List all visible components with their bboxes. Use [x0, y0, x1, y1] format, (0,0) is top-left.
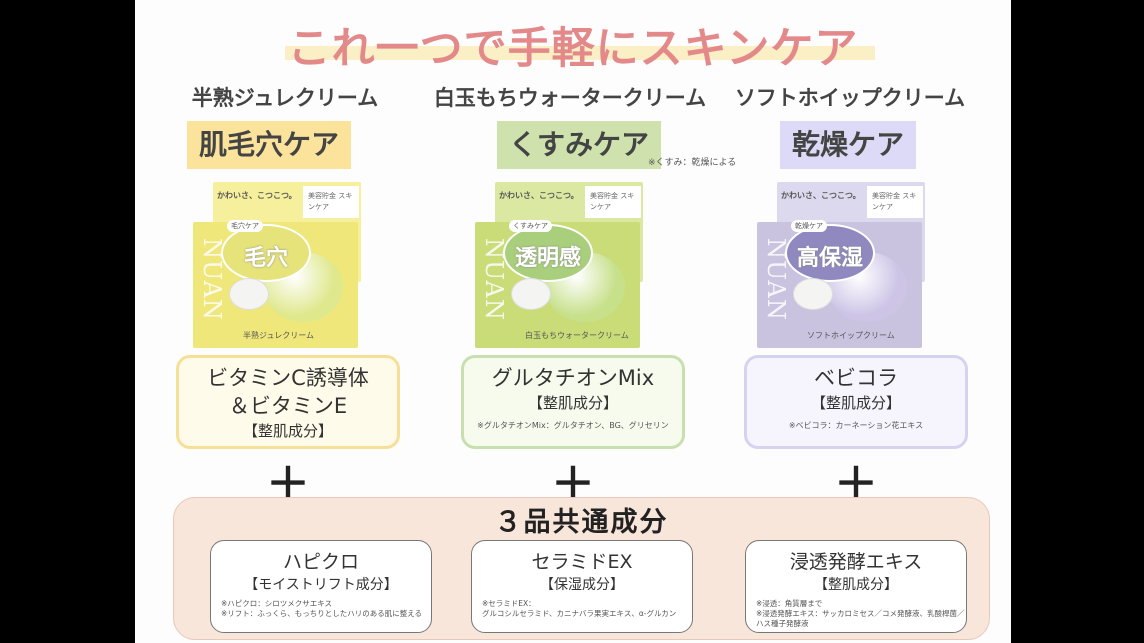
cream-icon	[793, 278, 833, 310]
common-ingredient-note: ※浸透発酵エキス：サッカロミセス／コメ発酵液、乳酸桿菌／	[756, 609, 965, 618]
common-ingredient-sub: 【保湿成分】	[540, 577, 624, 593]
ingredient-box: ビタミンC誘導体 ＆ビタミンE 【整肌成分】	[176, 355, 400, 449]
common-ingredient-box: セラミドEX 【保湿成分】 ※セラミドEX：グルコシルセラミド、カニナバラ果実エ…	[471, 540, 693, 633]
ingredient-note: ※ベビコラ：カーネーション花エキス	[788, 421, 924, 430]
ingredient-sub: 【整肌成分】	[242, 422, 333, 440]
box-tag: 美容貯金 スキンケア	[585, 186, 641, 218]
ingredient-main: グルタチオンMix	[491, 366, 655, 390]
care-label: 肌毛穴ケア	[187, 121, 352, 169]
common-ingredient-box: 浸透発酵エキス 【整肌成分】 ※浸透：角質層まで※浸透発酵エキス：サッカロミセス…	[745, 540, 967, 633]
cream-icon	[511, 278, 551, 310]
badge-small-text: 乾燥ケア	[791, 220, 827, 232]
box-tagline: かわいさ、こつこつ。	[499, 191, 579, 200]
common-ingredient-main: 浸透発酵エキス	[789, 551, 923, 573]
page-title: これ一つで手軽にスキンケア	[287, 24, 859, 74]
product-image: かわいさ、こつこつ。 美容貯金 スキンケア NUAN 毛穴ケア 毛穴 半熟ジュレ…	[193, 182, 363, 348]
badge-small-text: 毛穴ケア	[227, 220, 263, 232]
cream-icon	[229, 278, 269, 310]
common-heading: ３品共通成分	[494, 507, 669, 538]
ingredient-sub: 【整肌成分】	[810, 394, 901, 412]
product-image: かわいさ、こつこつ。 美容貯金 スキンケア NUAN くすみケア 透明感 白玉も…	[475, 182, 645, 348]
product-name: ソフトホイップクリーム	[734, 86, 966, 110]
ingredient-main: ビタミンC誘導体	[207, 366, 369, 390]
care-label: くすみケア	[497, 121, 662, 169]
common-ingredient-note: ハス種子発酵液	[756, 619, 809, 628]
badge-big-text: 高保湿	[796, 246, 863, 271]
common-ingredient-note: グルコシルセラミド、カニナバラ果実エキス、α-グルカン	[482, 609, 677, 618]
box-product-label: 半熟ジュレクリーム	[243, 331, 315, 340]
common-ingredient-box: ハピクロ 【モイストリフト成分】 ※ハピクロ：シロツメクサエキス※リフト：ふっく…	[210, 540, 432, 633]
badge-small-text: くすみケア	[509, 220, 552, 232]
common-ingredient-main: ハピクロ	[282, 551, 359, 573]
common-ingredient-sub: 【整肌成分】	[814, 577, 898, 593]
ingredient-box: ベビコラ 【整肌成分】 ※ベビコラ：カーネーション花エキス	[744, 355, 968, 449]
box-product-label: ソフトホイップクリーム	[807, 331, 895, 340]
common-ingredient-note: ※ハピクロ：シロツメクサエキス	[221, 599, 333, 608]
product-image: かわいさ、こつこつ。 美容貯金 スキンケア NUAN 乾燥ケア 高保湿 ソフトホ…	[757, 182, 927, 348]
care-label: 乾燥ケア	[780, 121, 917, 169]
title-highlight	[285, 46, 875, 60]
product-name: 白玉もちウォータークリーム	[433, 86, 707, 110]
common-ingredient-note: ※リフト：ふっくら、もっちりとしたハリのある肌に整える	[221, 609, 423, 618]
ingredient-box: グルタチオンMix 【整肌成分】 ※グルタチオンMix：グルタチオン、BG、グリ…	[461, 355, 685, 449]
box-product-label: 白玉もちウォータークリーム	[525, 331, 629, 340]
common-ingredient-note: ※浸透：角質層まで	[756, 599, 823, 608]
slide: これ一つで手軽にスキンケア 半熟ジュレクリーム肌毛穴ケア かわいさ、こつこつ。 …	[135, 0, 1011, 643]
care-note: ※くすみ：乾燥による	[648, 158, 737, 168]
badge-big-text: 透明感	[514, 246, 581, 271]
common-ingredient-main: セラミドEX	[531, 551, 633, 573]
product-badge: 毛穴ケア 毛穴	[221, 220, 311, 282]
common-ingredient-note: ※セラミドEX：	[482, 599, 536, 608]
ingredient-sub: 【整肌成分】	[527, 394, 618, 412]
box-tag: 美容貯金 スキンケア	[867, 186, 923, 218]
box-tag: 美容貯金 スキンケア	[303, 186, 359, 218]
product-badge: くすみケア 透明感	[503, 220, 593, 282]
common-ingredient-sub: 【モイストリフト成分】	[244, 577, 398, 593]
ingredient-main: ベビコラ	[814, 366, 898, 390]
product-badge: 乾燥ケア 高保湿	[785, 220, 875, 282]
ingredient-main2: ＆ビタミンE	[228, 394, 348, 418]
badge-big-text: 毛穴	[243, 246, 288, 271]
box-tagline: かわいさ、こつこつ。	[781, 191, 861, 200]
product-name: 半熟ジュレクリーム	[191, 86, 379, 110]
ingredient-note: ※グルタチオンMix：グルタチオン、BG、グリセリン	[477, 421, 669, 430]
box-tagline: かわいさ、こつこつ。	[217, 191, 297, 200]
